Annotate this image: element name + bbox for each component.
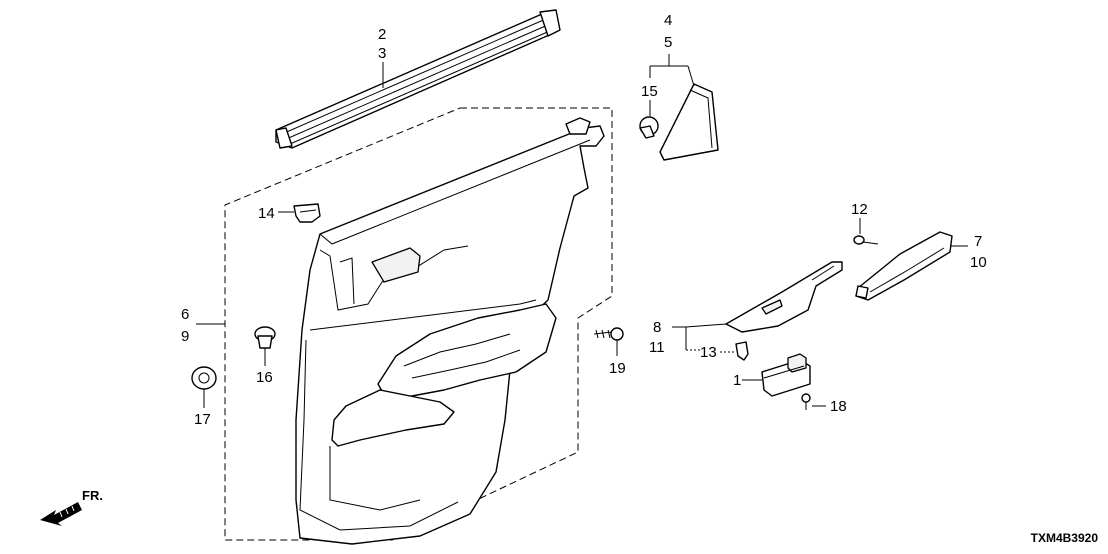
callout-5: 5 <box>664 34 672 51</box>
corner-garnish-part <box>659 83 719 161</box>
callout-6: 6 <box>181 306 189 323</box>
callout-14: 14 <box>258 205 275 222</box>
diagram-code: TXM4B3920 <box>1031 531 1099 545</box>
front-direction-arrow-icon <box>40 502 82 526</box>
armrest-part <box>855 231 953 301</box>
window-switch-part <box>761 353 811 397</box>
callout-8: 8 <box>653 319 661 336</box>
callout-19: 19 <box>609 360 626 377</box>
grommet-part-17 <box>191 366 217 390</box>
leader-line-8-11 <box>672 323 727 350</box>
assembly-boundary <box>224 107 613 541</box>
screw-part-18 <box>801 393 811 410</box>
callout-3: 3 <box>378 45 386 62</box>
callout-2: 2 <box>378 26 386 43</box>
screw-part-19 <box>593 327 624 341</box>
callout-7: 7 <box>974 233 982 250</box>
callout-4: 4 <box>664 12 672 29</box>
clip-part-15 <box>639 116 659 139</box>
switch-panel-part <box>725 261 843 333</box>
callout-18: 18 <box>830 398 847 415</box>
weatherstrip-part <box>275 9 561 149</box>
clip-part-14 <box>293 203 321 223</box>
callout-17: 17 <box>194 411 211 428</box>
callout-11: 11 <box>649 339 665 356</box>
callout-1: 1 <box>733 372 741 389</box>
callout-13: 13 <box>700 344 717 361</box>
front-direction-label: FR. <box>82 488 103 503</box>
screw-part-12 <box>853 235 879 245</box>
callout-12: 12 <box>851 201 868 218</box>
callout-9: 9 <box>181 328 189 345</box>
clip-part-16 <box>254 326 276 349</box>
clip-part-13 <box>735 341 749 361</box>
callout-10: 10 <box>970 254 987 271</box>
callout-16: 16 <box>256 369 273 386</box>
leader-line-4-5 <box>649 54 695 87</box>
door-lining-part <box>295 117 605 545</box>
callout-15: 15 <box>641 83 658 100</box>
